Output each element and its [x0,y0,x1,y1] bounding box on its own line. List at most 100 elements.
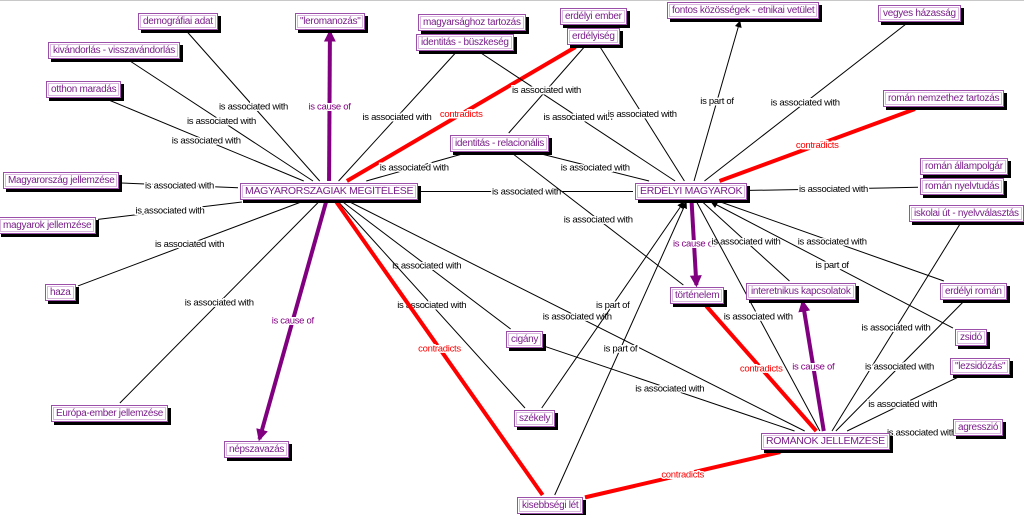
node-zsido[interactable]: zsidó [955,329,987,346]
edge-contradicts[interactable] [718,107,916,183]
node-roman-nyelvtudas[interactable]: román nyelvtudás [920,178,1005,195]
edge-assoc[interactable] [349,201,805,432]
edge-assoc[interactable] [108,99,304,182]
edge-label: is associated with [868,399,937,410]
node-fontos-kozossegek-etnikai-vetulet[interactable]: fontos közösségek - etnikai vetület [667,2,820,19]
node-romanok-jellemzese[interactable]: ROMÁNOK JELLEMZÉSE [761,433,890,450]
edge-assoc[interactable] [129,60,314,182]
edge-assoc[interactable] [702,201,790,282]
edge-label: is associated with [145,180,214,191]
edge-contradicts[interactable] [334,200,545,497]
edge-assoc[interactable] [508,46,585,134]
node-vegyes-hazassag[interactable]: vegyes házasság [878,5,961,22]
edge-label: is cause of [272,316,315,327]
edge-part[interactable] [541,201,685,409]
edge-part[interactable] [554,201,687,496]
edge-label: is associated with [135,206,204,217]
edge-contradicts[interactable] [584,450,781,500]
edge-part[interactable] [693,20,742,182]
edge-assoc[interactable] [186,31,321,182]
edge-label: contradicts [796,140,839,151]
edge-assoc[interactable] [338,201,526,409]
edge-label: is associated with [711,237,780,248]
edge-label: contradicts [740,364,783,375]
node-demografiai-adat[interactable]: demográfiai adat [138,13,218,30]
node-europa-ember-jellemzese[interactable]: Európa-ember jellemzése [51,405,169,422]
edge-label: is associated with [724,312,793,323]
node-magyarorszag-jellemzese[interactable]: Magyarország jellemzése [3,172,120,189]
node-magyarsaghoz-tartozas[interactable]: magyarsághoz tartozás [418,14,526,31]
edge-assoc[interactable] [544,345,795,432]
edge-label: is part of [700,96,734,107]
node-erdelyiseg[interactable]: erdélyiség [567,28,620,45]
node-agresszio[interactable]: agresszió [953,419,1004,436]
edge-assoc[interactable] [512,153,684,286]
node-lezsidozas[interactable]: "lezsidózás" [950,358,1011,375]
edge-label: is associated with [798,237,867,248]
node-roman-allampolgar[interactable]: román állampolgár [920,158,1008,175]
edge-label: is associated with [564,215,633,226]
edge-label: is associated with [187,116,256,127]
node-tortenelem[interactable]: történelem [670,287,725,304]
node-leromanozas[interactable]: "leromanozás" [295,13,366,30]
edge-label: is cause of [792,362,835,373]
edge-assoc[interactable] [480,52,676,182]
node-magyarok-jellemzese[interactable]: magyarok jellemzése [0,217,97,234]
node-identitas-buszkeseg[interactable]: identitás - büszkeség [416,34,514,51]
edge-cause[interactable] [798,299,826,432]
edge-label: is part of [604,344,638,355]
edge-assoc[interactable] [97,201,242,220]
edge-assoc[interactable] [342,201,511,330]
edge-assoc[interactable] [119,201,319,404]
edge-assoc[interactable] [835,301,964,432]
edge-assoc[interactable] [704,23,907,182]
edge-assoc[interactable] [846,376,959,432]
edge-label: is associated with [771,98,840,109]
edge-assoc[interactable] [541,153,650,182]
edge-label: is associated with [887,428,956,439]
node-kivandorlas-visszavandorlas[interactable]: kivándorlás - visszavándorlás [48,42,180,59]
node-erdelyi-roman[interactable]: erdélyi román [940,283,1007,300]
edge-assoc[interactable] [696,201,821,432]
edge-label: contradicts [661,470,704,481]
edge-label: is associated with [172,136,241,147]
edge-label: is associated with [219,102,288,113]
edge-part[interactable] [710,201,954,329]
edge-label: is part of [596,300,630,311]
node-identitas-relacionalis[interactable]: identitás - relacionális [450,135,549,152]
node-erdelyi-ember[interactable]: erdélyi ember [560,8,627,25]
node-magyarorszagiak-megitelese[interactable]: MAGYARORSZÁGIAK MEGÍTÉLÉSE [240,183,419,200]
edge-assoc[interactable] [891,429,952,436]
edge-assoc[interactable] [338,52,456,182]
node-iskolai-ut-nyelvvalasztas[interactable]: iskolai út - nyelvválasztás [909,205,1024,222]
edge-label: is associated with [512,85,581,96]
edge-assoc[interactable] [120,182,239,189]
edge-label: is associated with [861,323,930,334]
edge-label: is part of [815,260,849,271]
edge-assoc[interactable] [366,153,463,182]
node-interetnikus-kapcsolatok[interactable]: interetnikus kapcsolatok [746,283,856,300]
node-haza[interactable]: haza [45,284,76,301]
edge-cause[interactable] [256,201,328,442]
node-cigany[interactable]: cigány [506,331,544,348]
node-otthon-maradas[interactable]: otthon maradás [46,81,122,98]
edge-cause[interactable] [323,29,336,182]
node-kisebbsegi-let[interactable]: kisebbségi lét [517,497,584,514]
edge-assoc[interactable] [77,201,302,287]
node-szekely[interactable]: székely [514,410,556,427]
node-nepszavazas[interactable]: népszavazás [224,441,290,458]
edge-label: is associated with [543,112,612,123]
edge-label: is associated with [799,184,868,195]
edge-contradicts[interactable] [704,304,818,433]
edge-label: is cause of [673,239,716,250]
edge-contradicts[interactable] [345,45,577,183]
node-roman-nemzethez-tartozas[interactable]: román nemzethez tartozás [883,90,1005,107]
edge-cause[interactable] [689,201,702,288]
node-erdelyi-magyarok[interactable]: ERDÉLYI MAGYAROK [635,183,748,200]
edge-assoc[interactable] [599,46,685,182]
edge-assoc[interactable] [720,201,945,282]
edge-label: is associated with [392,261,461,272]
edge-assoc[interactable] [748,186,919,191]
edge-assoc[interactable] [831,223,961,432]
